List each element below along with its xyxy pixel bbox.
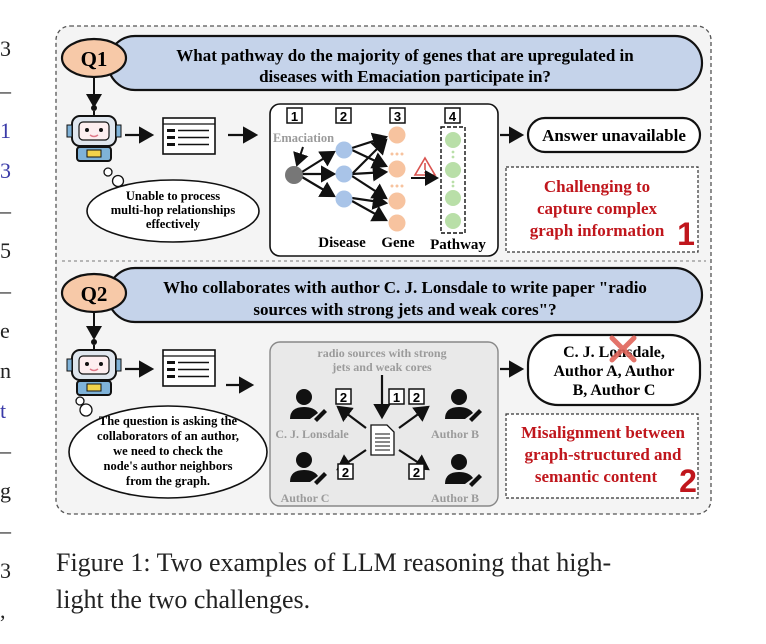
q2-step-b: 1 — [393, 390, 400, 405]
margin-fragment: 3 — [0, 558, 11, 583]
author-label-b-top: Author B — [431, 427, 479, 441]
paper-icon — [370, 424, 395, 456]
author-icon — [445, 389, 482, 422]
emaciation-label: Emaciation — [273, 131, 334, 145]
robot-icon — [66, 105, 122, 162]
gene-nodes — [388, 126, 406, 232]
author-label-lonsdale: C. J. Lonsdale — [275, 427, 349, 441]
document-icon — [162, 349, 216, 387]
q1-cloud-line2: multi-hop relationships — [111, 203, 236, 217]
q2-step-boxes — [335, 388, 425, 480]
q2-step-a: 2 — [340, 390, 347, 405]
pathway-nodes — [445, 132, 461, 229]
margin-fragment: – — [0, 78, 11, 103]
q2-step-d: 2 — [342, 465, 349, 480]
q1-step-2: 2 — [340, 109, 347, 124]
margin-fragment: 3 — [0, 36, 11, 61]
margin-fragment: – — [0, 438, 11, 463]
q1-question-line1: What pathway do the majority of genes th… — [176, 46, 634, 65]
q1-challenge-line1: Challenging to — [544, 177, 650, 196]
q1-challenge-line2: capture complex — [537, 199, 658, 218]
step-number-boxes — [286, 107, 461, 124]
q1-badge-label: Q1 — [81, 47, 108, 71]
q1-question-line2: diseases with Emaciation participate in? — [259, 67, 551, 86]
q1-challenge-number: 1 — [677, 216, 695, 252]
q1-cloud-line3: effectively — [146, 217, 201, 231]
caption-line1: Figure 1: Two examples of LLM reasoning … — [56, 548, 612, 577]
robot-icon — [66, 339, 122, 396]
q2-challenge-line1: Misalignment between — [521, 423, 685, 442]
q1-challenge-box — [505, 166, 699, 253]
disease-nodes — [335, 141, 353, 208]
margin-fragment: 5 — [0, 238, 11, 263]
author-icon — [290, 452, 327, 485]
col-label-gene: Gene — [381, 235, 415, 251]
q1-graph-panel — [269, 103, 499, 257]
margin-fragment: t — [0, 398, 7, 423]
q1-step-3: 3 — [394, 109, 401, 124]
q2-answer-line2: Author A, Author — [553, 363, 674, 380]
col-label-pathway: Pathway — [430, 237, 486, 253]
q2-answer-box — [526, 333, 702, 407]
q2-step-c: 2 — [413, 390, 420, 405]
author-icon — [445, 454, 482, 487]
author-label-c: Author C — [281, 491, 330, 505]
document-icon — [162, 117, 216, 155]
margin-fragment: , — [0, 598, 6, 623]
q2-graph-panel — [269, 341, 499, 507]
q2-cloud-line1: The question is asking the — [99, 414, 238, 428]
q2-question-line2: sources with strong jets and weak cores"… — [253, 300, 556, 319]
author-icon — [290, 389, 327, 422]
margin-fragment: 1 — [0, 118, 11, 143]
q2-challenge-number: 2 — [679, 463, 697, 499]
q2-cloud-line2: collaborators of an author, — [97, 429, 239, 443]
margin-fragment: n — [0, 358, 11, 383]
margin-fragment: – — [0, 518, 11, 543]
margin-fragment: – — [0, 278, 11, 303]
q2-paper-title-line2: jets and weak cores — [331, 360, 432, 374]
q1-answer-box — [526, 116, 702, 154]
author-label-b-bottom: Author B — [431, 491, 479, 505]
caption-line2: light the two challenges. — [56, 585, 311, 614]
q1-step-4: 4 — [449, 109, 457, 124]
q2-challenge-box — [505, 413, 699, 499]
thought-cloud — [68, 396, 268, 499]
q2-challenge-line3: semantic content — [535, 467, 658, 486]
graph-edges — [301, 132, 389, 222]
margin-fragment: 3 — [0, 158, 11, 183]
q1-challenge-line3: graph information — [530, 221, 665, 240]
pathway-group — [440, 126, 466, 234]
q2-cloud-line3: we need to check the — [113, 444, 223, 458]
thought-cloud — [86, 167, 260, 243]
q1-answer-text: Answer unavailable — [542, 126, 686, 145]
margin-fragment: e — [0, 318, 10, 343]
emaciation-node — [285, 166, 303, 184]
margin-fragment: – — [0, 198, 11, 223]
figure-caption: Figure 1: Two examples of LLM reasoning … — [56, 544, 756, 618]
q2-answer-line1: C. J. Lonsdale, — [563, 344, 665, 361]
q2-cloud-line4: node's author neighbors — [104, 459, 233, 473]
q2-step-e: 2 — [413, 465, 420, 480]
q2-answer-line3: B, Author C — [573, 382, 656, 399]
wrong-mark-icon — [609, 335, 637, 363]
q2-paper-title-line1: radio sources with strong — [317, 346, 446, 360]
q2-badge-label: Q2 — [81, 282, 108, 306]
q1-step-1: 1 — [291, 109, 298, 124]
q2-cloud-line5: from the graph. — [126, 474, 210, 488]
col-label-disease: Disease — [318, 235, 366, 251]
q2-challenge-line2: graph-structured and — [525, 445, 682, 464]
q2-question-line1: Who collaborates with author C. J. Lonsd… — [163, 278, 647, 297]
margin-fragment: g — [0, 478, 11, 503]
q1-cloud-line1: Unable to process — [126, 189, 220, 203]
